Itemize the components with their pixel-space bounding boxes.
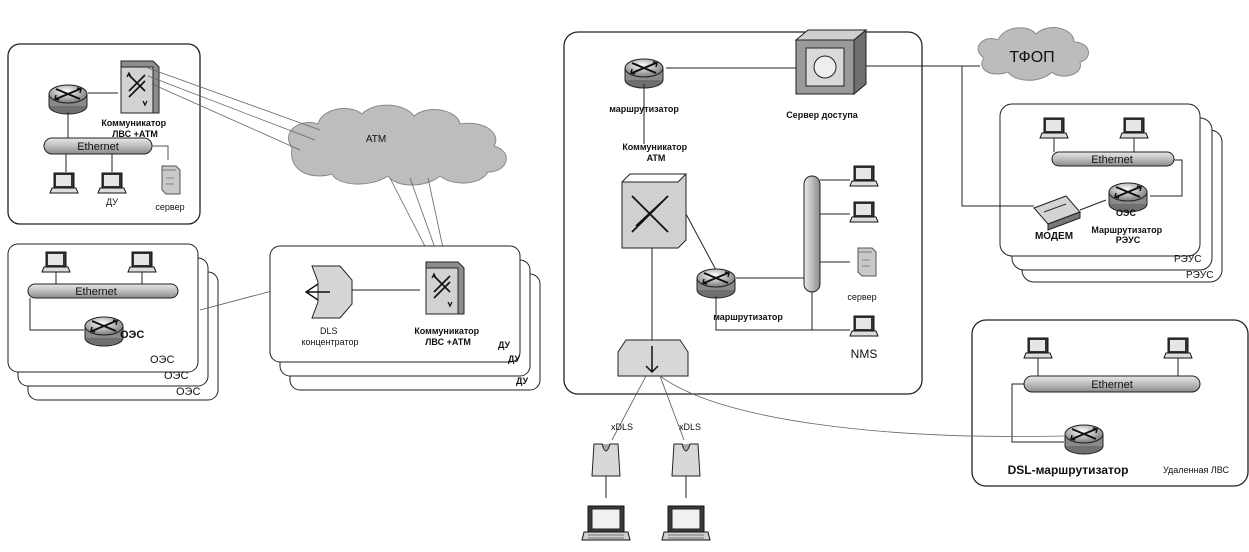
nms-label: NMS <box>851 347 878 361</box>
workstation-icon <box>41 251 71 273</box>
workstation-icon <box>1119 117 1149 139</box>
reus-router-label: Маршрутизатор РЭУС <box>1091 225 1164 245</box>
xdls-modem-icon <box>671 443 701 477</box>
lan-atm-switch-icon <box>425 261 465 315</box>
du-workstation-icon <box>97 172 127 194</box>
switch-label-line2: ЛВС +АТМ <box>112 129 158 139</box>
xdls-modem-icon <box>591 443 621 477</box>
dsl-router-icon <box>1064 424 1104 455</box>
dls-access-mux-icon <box>617 339 689 377</box>
access-server-label: Сервер доступа <box>786 110 859 120</box>
switch-label-line2: ЛВС +АТМ <box>425 337 471 347</box>
du-label-3: ДУ <box>516 376 529 386</box>
modem-label: МОДЕМ <box>1035 231 1073 242</box>
workstation-icon <box>1023 337 1053 359</box>
modem-icon <box>1033 195 1081 231</box>
du-label: ДУ <box>106 197 118 207</box>
du-label-1: ДУ <box>498 340 511 350</box>
reus-router-label-line1: Маршрутизатор <box>1091 225 1162 235</box>
pstn-label: ТФОП <box>1009 49 1054 66</box>
dls-concentrator-label: DLS концентратор <box>301 326 358 347</box>
remote-lan-group: Ethernet DSL-маршрутизатор Удаленная ЛВС <box>971 319 1249 487</box>
dls-label-line1: DLS <box>320 326 338 336</box>
atm-switch-icon <box>621 172 687 249</box>
backbone-bus <box>803 175 821 293</box>
ethernet-bus <box>1051 151 1175 167</box>
workstation-icon <box>1039 117 1069 139</box>
ethernet-label: Ethernet <box>1091 379 1133 391</box>
oes-label-2: ОЭС <box>164 370 188 382</box>
du-node-group: Коммуникатор ЛВС +АТМ Ethernet ДУ сервер <box>7 43 201 225</box>
workstation-icon <box>849 201 879 223</box>
oes-label-1: ОЭС <box>150 354 174 366</box>
lan-atm-switch-icon <box>120 60 160 114</box>
workstation-icon <box>849 165 879 187</box>
workstation-icon <box>1163 337 1193 359</box>
reus-label-1: РЭУС <box>1174 254 1201 265</box>
workstation-icon <box>49 172 79 194</box>
reus-oes-label: ОЭС <box>1116 208 1136 218</box>
central-node-group: маршрутизатор Сервер доступа Коммуникато… <box>563 28 980 395</box>
nms-workstation-icon <box>849 315 879 337</box>
reus-label-2: РЭУС <box>1186 270 1213 281</box>
ethernet-label: Ethernet <box>75 286 117 298</box>
server-icon <box>161 165 181 195</box>
pstn-cloud: ТФОП <box>977 27 1089 81</box>
dls-label-line2: концентратор <box>301 337 358 347</box>
atm-switch-label-line2: ATM <box>647 153 666 163</box>
client-computer-icon <box>661 505 711 541</box>
xdls-label-2: xDLS <box>679 422 701 432</box>
access-server-icon <box>794 28 868 96</box>
router-icon <box>48 84 88 115</box>
router-icon <box>624 58 664 89</box>
oes-stack: Ethernet ОЭС ОЭС ОЭС ОЭС <box>7 243 219 401</box>
router-icon <box>696 268 736 299</box>
ethernet-bus <box>27 283 179 299</box>
xdls-clients: xDLS xDLS <box>581 375 711 541</box>
atm-switch-label-line1: Коммуникатор <box>622 142 687 152</box>
server-label: сервер <box>155 202 184 212</box>
oes-label-3: ОЭС <box>176 386 200 398</box>
xdls-label-1: xDLS <box>611 422 633 432</box>
lan-atm-switch-label: Коммуникатор ЛВС +АТМ <box>101 118 168 139</box>
atm-label: ATM <box>366 134 386 145</box>
lan-atm-switch-label: Коммуникатор ЛВС +АТМ <box>414 326 481 347</box>
oes-router-icon <box>84 316 124 347</box>
oes-router-label: ОЭС <box>120 329 144 341</box>
du-dls-stack: DLS концентратор Коммуникатор ЛВС +АТМ Д… <box>269 245 541 391</box>
link-dls-to-remote <box>659 375 1065 437</box>
reus-router-label-line2: РЭУС <box>1116 235 1141 245</box>
client-computer-icon <box>581 505 631 541</box>
atm-cloud: ATM <box>288 104 507 186</box>
atm-switch-label: Коммуникатор ATM <box>622 142 689 163</box>
reus-stack: Ethernet ОЭС Маршрутизатор РЭУС МОДЕМ РЭ… <box>999 103 1223 283</box>
remote-lan-label: Удаленная ЛВС <box>1163 465 1229 475</box>
du-label-2: ДУ <box>508 354 521 364</box>
dls-concentrator-icon <box>304 265 353 319</box>
switch-label-line1: Коммуникатор <box>414 326 479 336</box>
workstation-icon <box>127 251 157 273</box>
router-label: маршрутизатор <box>713 312 783 322</box>
server-label: сервер <box>847 292 876 302</box>
link-pstn-modem <box>961 66 1034 207</box>
ethernet-label: Ethernet <box>1091 154 1133 166</box>
dsl-router-label: DSL-маршрутизатор <box>1008 463 1129 477</box>
server-icon <box>857 247 877 277</box>
ethernet-label: Ethernet <box>77 141 119 153</box>
switch-label-line1: Коммуникатор <box>101 118 166 128</box>
